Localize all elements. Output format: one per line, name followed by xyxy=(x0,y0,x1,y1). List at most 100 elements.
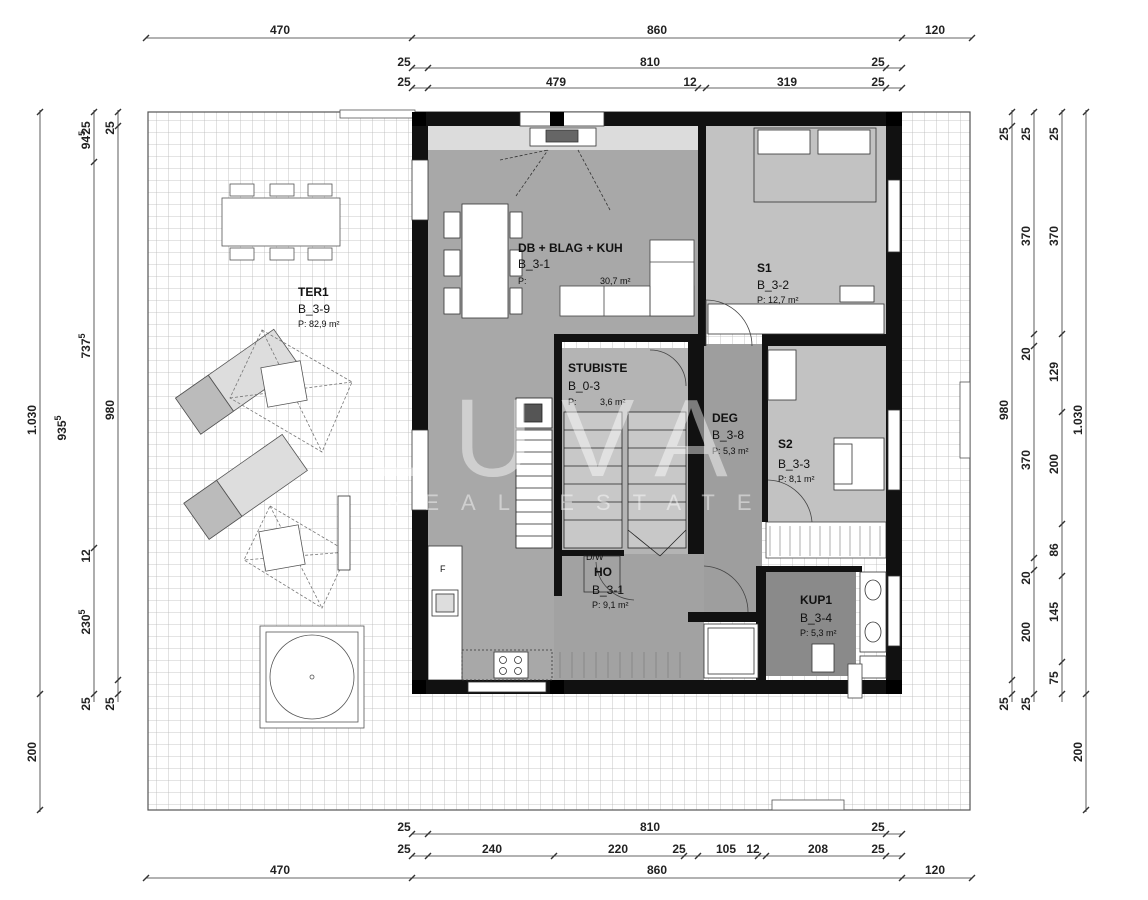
room-name: DEG xyxy=(712,411,738,425)
staircase xyxy=(515,397,687,557)
room-label-terrace: TER1 B_3-9 P: 82,9 m² xyxy=(298,285,340,329)
dim-top3-25a: 25 xyxy=(397,75,411,89)
dishwasher-label: D/W xyxy=(586,552,604,562)
kitchen-fixtures xyxy=(431,555,621,681)
dim-left-935: 9355 xyxy=(53,415,69,440)
room-code: B_3-1 xyxy=(592,583,624,597)
wardrobe-hatch xyxy=(559,526,881,678)
dim-left-inner-980: 980 xyxy=(103,400,117,420)
dim-right-200: 200 xyxy=(1071,742,1085,762)
dim-right-mid2-129: 129 xyxy=(1047,362,1061,382)
room-area: P: 8,1 m² xyxy=(778,474,815,484)
dim-top3-12: 12 xyxy=(683,75,697,89)
dim-right-mid-25b: 25 xyxy=(1019,697,1033,711)
dim-right-mid2-25: 25 xyxy=(1047,127,1061,141)
dim-left-25b: 25 xyxy=(79,697,93,711)
room-label-s2: S2 B_3-3 P: 8,1 m² xyxy=(778,437,815,484)
terrace-edge-top xyxy=(339,109,416,119)
room-name: STUBISTE xyxy=(568,361,627,375)
dim-left-94: 945 xyxy=(77,131,93,149)
dim-left-inner-25a: 25 xyxy=(79,121,93,135)
dim-bot2-240: 240 xyxy=(482,842,502,856)
room-label-stairs: STUBISTE B_0-3 P: 3,6 m² xyxy=(568,361,627,407)
dim-right-mid-370a: 370 xyxy=(1019,226,1033,246)
dim-right-inner-25a: 25 xyxy=(997,127,1011,141)
watermark-brand: LUVA xyxy=(364,377,755,500)
room-area-label: P: xyxy=(518,276,527,286)
dim-bot1-810: 810 xyxy=(640,820,660,834)
terrace-edge-bottom xyxy=(771,799,845,811)
room-code: B_3-2 xyxy=(757,278,789,292)
watermark-tagline: REAL ESTATE xyxy=(386,490,773,515)
room-label-s1: S1 B_3-2 P: 12,7 m² xyxy=(757,261,799,305)
dim-left-230: 2305 xyxy=(77,609,93,634)
sofa xyxy=(559,239,695,317)
fridge-label: F xyxy=(440,564,446,574)
room-area: P: 12,7 m² xyxy=(757,295,799,305)
dim-bot2-12: 12 xyxy=(746,842,760,856)
corner-posts xyxy=(412,112,902,694)
dim-top2-25b: 25 xyxy=(871,55,885,69)
room-area: P: 82,9 m² xyxy=(298,319,340,329)
dim-bot2-25b: 25 xyxy=(672,842,686,856)
sun-loungers xyxy=(174,328,353,609)
dim-bot2-25a: 25 xyxy=(397,842,411,856)
bed-s1 xyxy=(707,127,885,335)
dim-right-mid2-86: 86 xyxy=(1047,543,1061,557)
dim-bot3-120: 120 xyxy=(925,863,945,877)
dim-right-mid2-75: 75 xyxy=(1047,671,1061,685)
dim-right-inner-980: 980 xyxy=(997,400,1011,420)
dim-right-mid-20a: 20 xyxy=(1019,347,1033,361)
terrace-dining xyxy=(221,183,341,261)
room-name: S2 xyxy=(778,437,793,451)
dim-left-inner-25b: 25 xyxy=(103,121,117,135)
dim-bot2-208: 208 xyxy=(808,842,828,856)
dim-left-1030: 1.030 xyxy=(25,405,39,435)
room-label-bathroom: KUP1 B_3-4 P: 5,3 m² xyxy=(800,593,837,638)
dim-bot2-105: 105 xyxy=(716,842,736,856)
dim-right-mid2-200: 200 xyxy=(1047,454,1061,474)
terrace-edge-right xyxy=(959,381,971,459)
dim-bot2-25c: 25 xyxy=(871,842,885,856)
room-area: P: 5,3 m² xyxy=(800,628,837,638)
dim-left-inner-25c: 25 xyxy=(103,697,117,711)
dim-top3-319: 319 xyxy=(777,75,797,89)
room-code: B_3-9 xyxy=(298,302,330,316)
room-area-value: 3,6 m² xyxy=(600,397,626,407)
room-code: B_3-4 xyxy=(800,611,832,625)
room-code: B_3-8 xyxy=(712,428,744,442)
room-area-label: P: xyxy=(568,397,577,407)
dim-bot3-860: 860 xyxy=(647,863,667,877)
dim-bot1-25a: 25 xyxy=(397,820,411,834)
dim-right-mid-20b: 20 xyxy=(1019,571,1033,585)
dim-top2-810: 810 xyxy=(640,55,660,69)
dim-right-mid-200: 200 xyxy=(1019,622,1033,642)
dim-right-mid2-370: 370 xyxy=(1047,226,1061,246)
dim-right-mid-370b: 370 xyxy=(1019,450,1033,470)
room-name: TER1 xyxy=(298,285,329,299)
bathroom-fixtures xyxy=(703,571,887,679)
room-code: B_3-1 xyxy=(518,257,550,271)
terrace-bench xyxy=(337,495,351,571)
dim-right-1030: 1.030 xyxy=(1071,405,1085,435)
dim-top-860: 860 xyxy=(647,23,667,37)
dim-right-mid2-145: 145 xyxy=(1047,602,1061,622)
dim-top3-479: 479 xyxy=(546,75,566,89)
dim-left-200: 200 xyxy=(25,742,39,762)
dim-bot3-470: 470 xyxy=(270,863,290,877)
dim-left-737: 7375 xyxy=(77,333,93,358)
room-name: S1 xyxy=(757,261,772,275)
dim-top-470: 470 xyxy=(270,23,290,37)
room-code: B_3-3 xyxy=(778,457,810,471)
wardrobe-s2 xyxy=(765,521,887,559)
room-area-value: 30,7 m² xyxy=(600,276,631,286)
room-label-hall: HO B_3-1 P: 9,1 m² xyxy=(592,565,629,610)
wall-openings xyxy=(411,111,901,693)
dim-left-12: 12 xyxy=(79,549,93,563)
hall-floor xyxy=(554,552,704,680)
bed-s2 xyxy=(767,349,885,491)
dim-right-inner-25b: 25 xyxy=(997,697,1011,711)
room-label-living: DB + BLAG + KUH B_3-1 P: 30,7 m² xyxy=(518,241,631,286)
doors xyxy=(595,299,863,699)
